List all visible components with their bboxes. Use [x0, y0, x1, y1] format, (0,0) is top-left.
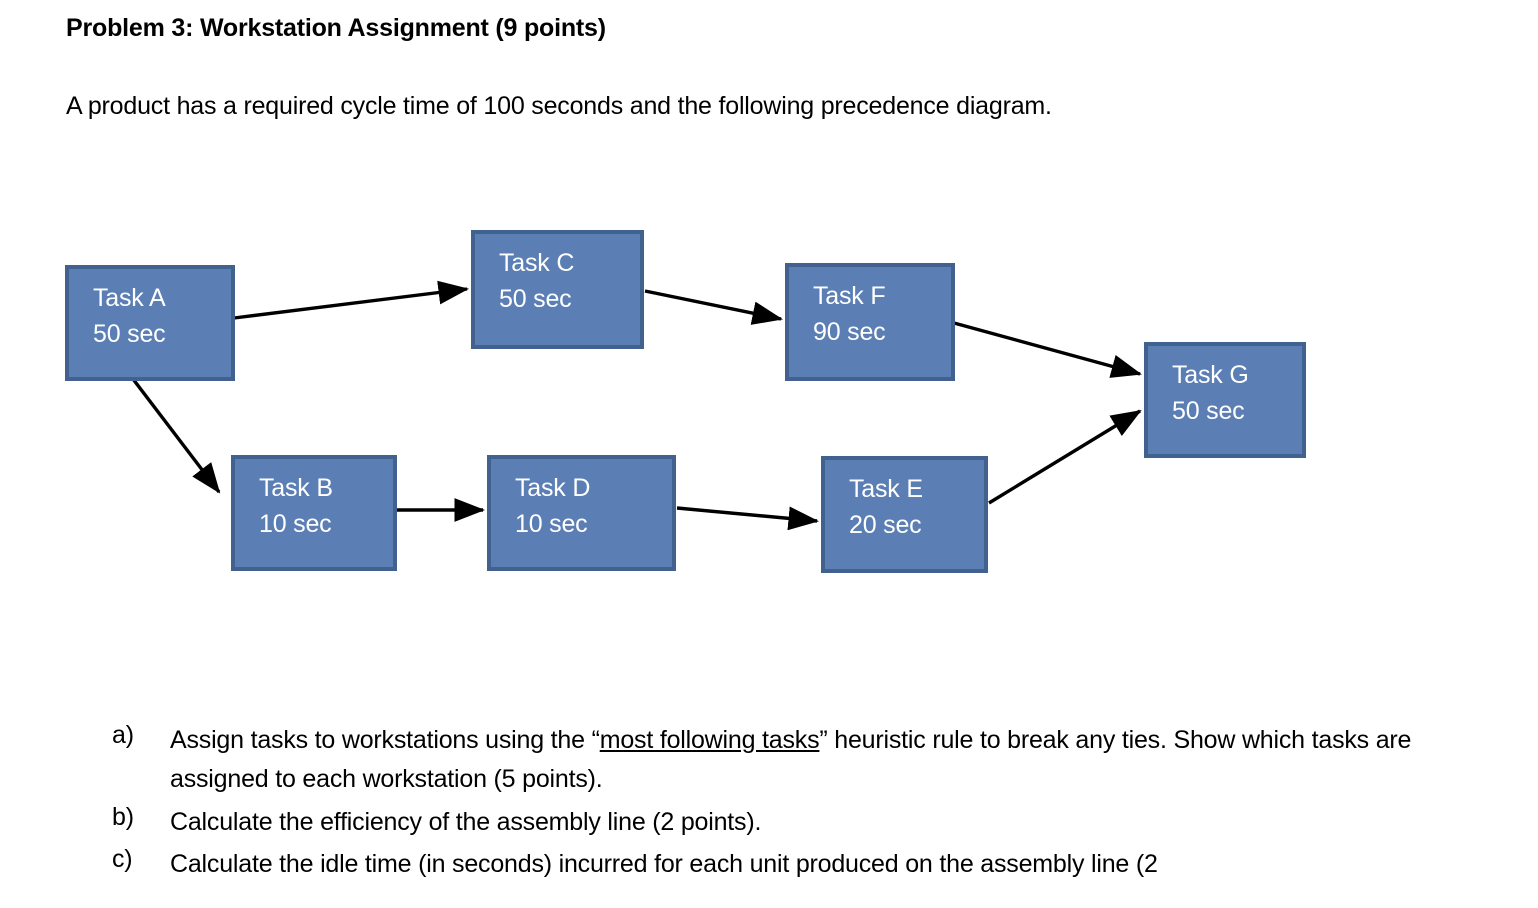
- edge-e-to-g: [988, 409, 1142, 505]
- node-task-g-title: Task G: [1172, 361, 1249, 389]
- node-task-f-time: 90 sec: [813, 317, 886, 346]
- edge-d-to-e: [676, 506, 820, 531]
- question-text-c: Calculate the idle time (in seconds) inc…: [170, 850, 1158, 879]
- question-text-a: Assign tasks to workstations using the “…: [170, 721, 1512, 799]
- node-task-c-title: Task C: [499, 249, 575, 277]
- node-task-e-time: 20 sec: [849, 510, 922, 539]
- node-task-f-title: Task F: [813, 282, 886, 310]
- node-task-c-time: 50 sec: [499, 284, 572, 313]
- question-a-underlined: most following tasks: [599, 726, 820, 754]
- question-a-post: ” heuristic rule to break any ties. Show…: [170, 726, 1412, 793]
- node-task-d[interactable]: Task D 10 sec: [487, 455, 676, 571]
- node-task-e-title: Task E: [849, 475, 923, 503]
- node-task-a-title: Task A: [93, 284, 166, 312]
- question-text-b: Calculate the efficiency of the assembly…: [170, 807, 762, 836]
- question-marker-b: b): [112, 802, 134, 831]
- node-task-b[interactable]: Task B 10 sec: [231, 455, 397, 571]
- question-marker-c: c): [112, 845, 133, 874]
- list-item: b) Calculate the efficiency of the assem…: [112, 803, 1512, 842]
- list-item: c) Calculate the idle time (in seconds) …: [112, 845, 1512, 884]
- node-task-c[interactable]: Task C 50 sec: [471, 230, 644, 349]
- node-task-a-time: 50 sec: [93, 319, 166, 348]
- precedence-diagram: Task A 50 sec Task C 50 sec Task F 90 se…: [65, 230, 1306, 573]
- node-task-b-title: Task B: [259, 474, 333, 502]
- edge-f-to-g: [953, 321, 1142, 378]
- page-title: Problem 3: Workstation Assignment (9 poi…: [66, 14, 606, 42]
- node-task-g[interactable]: Task G 50 sec: [1144, 342, 1306, 458]
- node-task-b-time: 10 sec: [259, 509, 332, 538]
- question-a-pre: Assign tasks to workstations using the “: [170, 726, 600, 754]
- question-list: a) Assign tasks to workstations using th…: [112, 721, 1512, 888]
- edge-a-to-b: [131, 377, 221, 494]
- problem-intro-text: A product has a required cycle time of 1…: [66, 92, 1052, 120]
- node-task-d-title: Task D: [515, 474, 591, 502]
- node-task-d-time: 10 sec: [515, 509, 588, 538]
- edge-a-to-c: [233, 280, 470, 320]
- edge-c-to-f: [644, 289, 783, 325]
- node-task-e[interactable]: Task E 20 sec: [821, 456, 988, 573]
- node-task-g-time: 50 sec: [1172, 396, 1245, 425]
- list-item: a) Assign tasks to workstations using th…: [112, 721, 1512, 799]
- question-marker-a: a): [112, 721, 134, 749]
- node-task-a[interactable]: Task A 50 sec: [65, 265, 235, 381]
- node-task-f[interactable]: Task F 90 sec: [785, 263, 955, 381]
